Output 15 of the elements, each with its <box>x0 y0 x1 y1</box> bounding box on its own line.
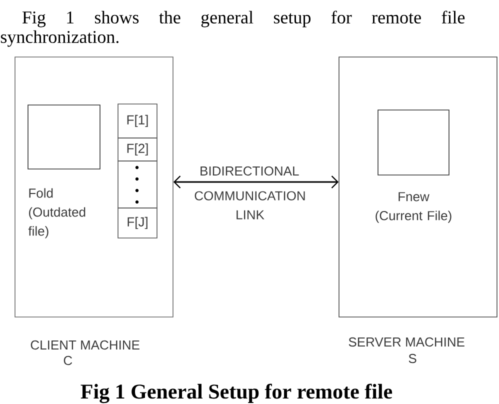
array-cell: F[J] <box>118 208 158 238</box>
machine-letter: S <box>408 354 416 364</box>
machine-label: CLIENT MACHINE <box>30 340 140 350</box>
array-cell <box>118 160 158 208</box>
link-label: COMMUNICATION LINK <box>194 191 305 220</box>
array-cell: F[1] <box>118 104 158 138</box>
machine-label: SERVER MACHINE <box>348 337 464 347</box>
file-label: Fnew (Current File) <box>376 192 452 223</box>
machine-letter: C <box>64 356 72 366</box>
body-text: Fig 1 shows the general setup for remote file synchronization. <box>0 10 465 47</box>
edge-label: BIDIRECTIONAL <box>198 164 301 178</box>
double-arrow <box>173 176 339 188</box>
file-label: Fold (Outdated file) <box>28 188 86 238</box>
figure-caption: Fig 1 General Setup for remote file <box>80 384 392 404</box>
array-cell: F[2] <box>118 138 158 162</box>
